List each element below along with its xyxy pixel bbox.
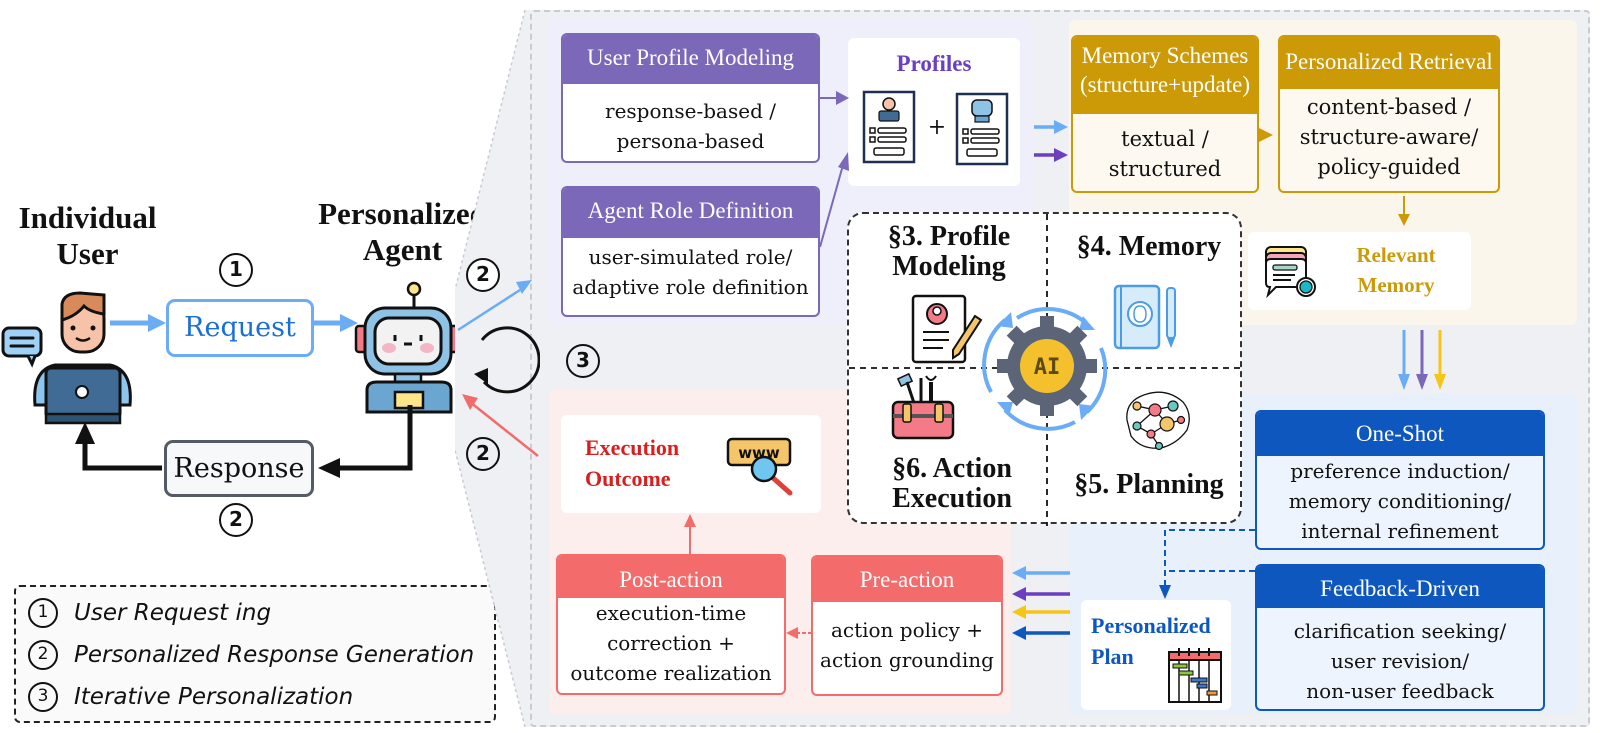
ai-gear-icon: AI	[982, 306, 1108, 431]
legend-text: User Request ing	[74, 600, 272, 626]
profiles-box: Profiles +	[848, 38, 1020, 186]
card-body-line: action policy +	[830, 618, 984, 642]
legend-number: 3	[28, 682, 58, 712]
plus-sign: +	[928, 115, 946, 140]
legend-text: Personalized Response Generation	[74, 642, 475, 668]
legend-number: 2	[28, 640, 58, 670]
individual-user-title: Individual User	[18, 200, 157, 271]
card-header: User Profile Modeling	[563, 35, 818, 84]
card-body-line: structure-aware/	[1299, 125, 1479, 149]
retrieval-to-relevant-arrow	[1398, 196, 1410, 226]
schemes-to-retrieval-arrow	[1259, 128, 1273, 142]
profile-arrows	[819, 91, 849, 248]
execution-outcome-box: Execution Outcome www	[561, 415, 821, 513]
legend: 1 User Request ing 2 Personalized Respon…	[14, 585, 496, 723]
section-4-title: §4. Memory	[1076, 231, 1222, 262]
card-body-line: non-user feedback	[1306, 679, 1494, 703]
step-2-profile-badge: 2	[466, 258, 500, 292]
gantt-calendar-icon	[1168, 648, 1222, 703]
card-body-line: user revision/	[1330, 649, 1470, 673]
feedback-driven-card: Feedback-Driven clarification seeking/ u…	[1255, 564, 1545, 711]
card-header: Memory Schemes	[1081, 43, 1249, 68]
memory-to-planning-arrows	[1398, 330, 1446, 390]
pre-action-card: Pre-action action policy + action ground…	[811, 555, 1003, 696]
personalized-agent-title: Personalized Agent	[318, 196, 487, 267]
planning-dashed-connectors	[1159, 529, 1255, 599]
step-1-badge: 1	[219, 253, 253, 287]
section-3-title: Modeling	[892, 251, 1006, 282]
step-2-execution-badge: 2	[466, 437, 500, 471]
section-6-title: §6. Action	[892, 453, 1012, 484]
request-arrows	[110, 314, 358, 332]
card-header: Post-action	[558, 556, 784, 598]
card-header: One-Shot	[1257, 412, 1543, 456]
profiles-title: Profiles	[896, 51, 972, 76]
fan-shade	[455, 10, 535, 727]
relevant-memory-box: Relevant Memory	[1248, 232, 1471, 310]
legend-text: Iterative Personalization	[74, 684, 354, 710]
card-header: Personalized Retrieval	[1280, 37, 1498, 89]
card-body-line: clarification seeking/	[1293, 619, 1507, 643]
execution-outcome-label: Execution	[585, 435, 680, 460]
response-arrows	[75, 405, 413, 478]
section-6-title: Execution	[892, 483, 1012, 514]
card-body-line: outcome realization	[570, 661, 772, 685]
legend-item: 2 Personalized Response Generation	[28, 634, 494, 676]
step-3-loop-badge: 3	[566, 344, 600, 378]
web-search-icon: www	[726, 437, 793, 496]
user-profile-modeling-card: User Profile Modeling response-based / p…	[561, 33, 820, 163]
relevant-memory-label: Relevant	[1356, 243, 1436, 267]
memory-schemes-card: Memory Schemes (structure+update) textua…	[1071, 35, 1259, 193]
card-body-line: response-based /	[605, 99, 776, 123]
card-header: Agent Role Definition	[563, 188, 818, 238]
execution-outcome-label: Outcome	[585, 466, 671, 491]
section-5-title: §5. Planning	[1074, 469, 1224, 500]
memory-chat-icon	[1265, 246, 1316, 299]
post-action-card: Post-action execution-time correction + …	[556, 554, 786, 695]
pre-to-post-arrow	[786, 627, 812, 639]
card-body-line: correction +	[607, 631, 735, 655]
card-body-line: internal refinement	[1301, 519, 1499, 543]
card-body-line: textual /	[1121, 127, 1209, 151]
brain-book-icon	[1113, 284, 1176, 350]
card-body-line: policy-guided	[1317, 155, 1461, 179]
card-header: (structure+update)	[1079, 72, 1251, 97]
card-header: Feedback-Driven	[1257, 566, 1543, 608]
one-shot-card: One-Shot preference induction/ memory co…	[1255, 410, 1545, 550]
card-body-line: preference induction/	[1290, 459, 1510, 483]
card-body-line: structured	[1108, 157, 1222, 181]
card-body-line: user-simulated role/	[588, 245, 793, 269]
profile-document-icon	[911, 294, 983, 364]
personalized-plan-box: Personalized Plan	[1081, 600, 1231, 710]
card-header: Pre-action	[813, 557, 1001, 602]
ai-label: AI	[1034, 355, 1061, 380]
request-box: Request	[166, 299, 314, 357]
step-2-response-badge: 2	[219, 503, 253, 537]
card-body-line: memory conditioning/	[1288, 489, 1512, 513]
agent-framework-connections	[457, 280, 540, 457]
legend-item: 3 Iterative Personalization	[28, 676, 494, 718]
personalized-plan-label: Plan	[1091, 644, 1134, 669]
toolbox-icon	[891, 372, 955, 440]
planning-to-action-arrows	[1012, 566, 1070, 640]
framework-sections-box: §3. Profile Modeling §4. Memory §6. Acti…	[847, 212, 1244, 526]
card-body-line: action grounding	[820, 648, 994, 672]
profile-to-memory-arrows	[1034, 120, 1068, 162]
card-body-line: execution-time	[595, 601, 747, 625]
legend-item: 1 User Request ing	[28, 592, 494, 634]
profile-cards-icon: +	[862, 90, 1009, 166]
user-at-laptop-icon	[1, 291, 132, 425]
section-3-title: §3. Profile	[887, 221, 1011, 252]
legend-number: 1	[28, 598, 58, 628]
card-body-line: persona-based	[616, 129, 765, 153]
card-body-line: content-based /	[1306, 95, 1472, 119]
post-to-outcome-arrow	[684, 514, 696, 556]
neural-network-brain-icon	[1126, 391, 1190, 451]
personalized-retrieval-card: Personalized Retrieval content-based / s…	[1278, 35, 1500, 193]
personalized-plan-label: Personalized	[1091, 613, 1211, 638]
relevant-memory-label: Memory	[1357, 273, 1435, 297]
card-body-line: adaptive role definition	[572, 275, 809, 299]
response-box: Response	[164, 440, 314, 497]
agent-role-definition-card: Agent Role Definition user-simulated rol…	[561, 186, 820, 317]
